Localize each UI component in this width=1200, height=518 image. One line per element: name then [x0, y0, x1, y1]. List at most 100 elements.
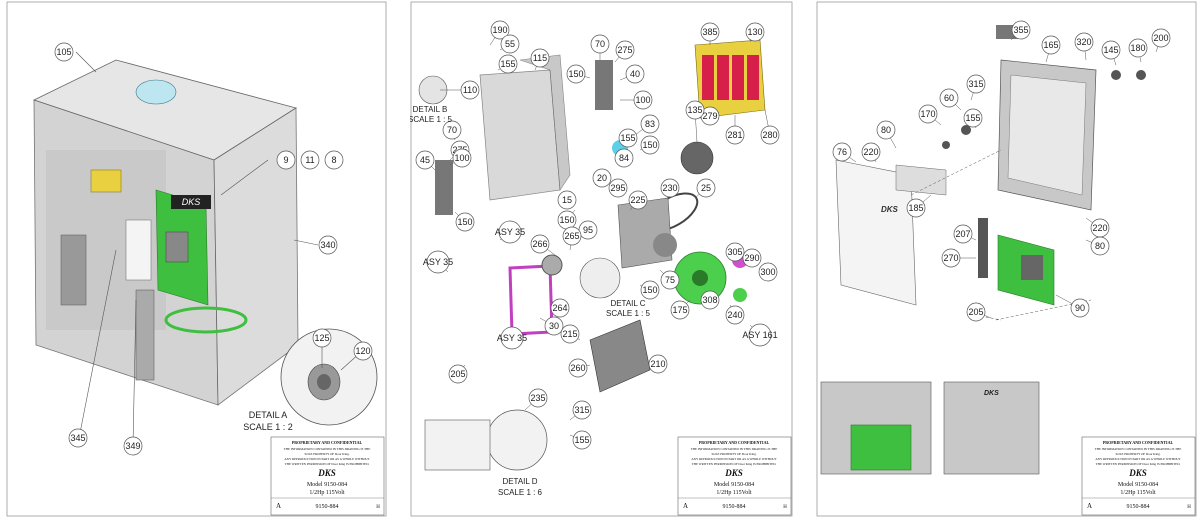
callout-number: 264 [552, 303, 567, 313]
callout-bubble: 40 [619, 64, 645, 84]
sheet-1-diagram: DKS 105 9 11 8 340 125 120 345 349 DETAI… [6, 1, 387, 517]
svg-text:1/2Hp 115Volt: 1/2Hp 115Volt [716, 490, 752, 496]
callout-bubble: 165 [1041, 35, 1061, 63]
title-block: PROPRIETARY AND CONFIDENTIAL THE INFORMA… [270, 436, 385, 516]
callout-bubble: 75 [659, 269, 680, 290]
svg-text:125: 125 [314, 333, 329, 343]
callout-bubble: 80 [1085, 236, 1110, 256]
callout-number: 155 [965, 113, 980, 123]
callout-number: 240 [727, 310, 742, 320]
callout-number: 115 [533, 53, 547, 63]
callout-number: 175 [672, 305, 687, 315]
callout-bubble: 150 [639, 135, 660, 155]
callout-number: 220 [863, 147, 878, 157]
callout-number: 290 [744, 253, 759, 263]
svg-text:105: 105 [56, 47, 71, 57]
callout-number: 165 [1043, 40, 1058, 50]
callout-bubble: 150 [557, 209, 577, 230]
callout-number: 60 [944, 93, 954, 103]
callout-bubble: 305 [725, 242, 745, 262]
svg-text:H: H [783, 505, 787, 510]
dks-logo: DKS [317, 468, 336, 478]
dks-logo: DKS [724, 468, 743, 478]
callout-number: 205 [968, 307, 983, 317]
callout-bubble: 84 [614, 148, 634, 168]
callout-number: ASY 35 [497, 333, 527, 343]
callout-bubble: 155 [497, 54, 518, 74]
callout-number: 83 [645, 119, 655, 129]
svg-text:1/2Hp 115Volt: 1/2Hp 115Volt [309, 490, 345, 496]
callout-number: 95 [583, 225, 593, 235]
callout-bubble: 220 [1085, 217, 1110, 238]
callout-number: 295 [610, 183, 625, 193]
svg-text:Model 9150-084: Model 9150-084 [307, 482, 347, 488]
callout-number: 76 [837, 147, 847, 157]
callout-number: 75 [665, 275, 675, 285]
callout-number: 170 [920, 109, 935, 119]
callout-number: 355 [1013, 25, 1028, 35]
callout-bubble: 175 [670, 299, 691, 320]
callout-bubble: 150 [566, 64, 591, 84]
callout-bubble: 70 [590, 34, 610, 60]
callout-bubble: 110 [440, 80, 480, 100]
svg-text:SOLE PROPERTY OF Door King.: SOLE PROPERTY OF Door King. [712, 452, 757, 456]
callout-number: 320 [1076, 37, 1091, 47]
svg-text:SCALE 1 : 5: SCALE 1 : 5 [606, 309, 651, 318]
svg-text:DETAIL B: DETAIL B [413, 105, 448, 114]
callout-bubble: 264 [549, 298, 570, 318]
callout-number: 135 [687, 105, 702, 115]
callout-bubble: ASY 35 [497, 326, 527, 350]
callout-bubble: 155 [569, 430, 592, 450]
svg-text:11: 11 [305, 155, 314, 165]
callout-bubble: 155 [618, 128, 638, 148]
callout-number: 180 [1130, 43, 1145, 53]
callout-bubble: 220 [861, 142, 881, 163]
callout-number: 70 [595, 39, 605, 49]
svg-text:9: 9 [283, 155, 288, 165]
callout-number: 205 [450, 369, 465, 379]
svg-text:SCALE 1 : 2: SCALE 1 : 2 [243, 422, 293, 432]
exploded-parts [418, 39, 766, 471]
svg-text:DETAIL C: DETAIL C [610, 299, 645, 308]
callout-bubble: 205 [966, 302, 992, 322]
detail-c-label: DETAIL C SCALE 1 : 5 [606, 299, 651, 318]
callout-number: 155 [620, 133, 635, 143]
callout-bubble: 130 [745, 22, 765, 43]
svg-text:PROPRIETARY AND CONFIDENTIAL: PROPRIETARY AND CONFIDENTIAL [699, 440, 770, 445]
svg-text:H: H [376, 505, 380, 510]
callout-number: 150 [642, 140, 657, 150]
callout-number: 90 [1075, 303, 1085, 313]
callout-bubble: 349 [123, 436, 143, 456]
callout-bubble: 235 [524, 388, 548, 411]
callout-bubble: 260 [568, 358, 591, 378]
svg-text:DETAIL A: DETAIL A [249, 410, 288, 420]
svg-text:1/2Hp 115Volt: 1/2Hp 115Volt [1120, 490, 1156, 496]
drawing-sheet-1: DKS 105 9 11 8 340 125 120 345 349 DETAI… [6, 0, 388, 518]
svg-text:A: A [276, 502, 281, 510]
svg-text:THE INFORMATION CONTAINED IN T: THE INFORMATION CONTAINED IN THIS DRAWIN… [1095, 447, 1182, 451]
callout-number: 84 [619, 153, 629, 163]
callout-number: 300 [760, 267, 775, 277]
callout-bubble: 8 [324, 150, 344, 170]
callout-number: 150 [559, 215, 574, 225]
callout-number: 45 [420, 155, 430, 165]
callout-number: 100 [454, 153, 469, 163]
svg-text:DKS: DKS [881, 205, 899, 214]
callout-number: 215 [562, 329, 577, 339]
svg-text:THE WRITTEN PERMISSION OF Door: THE WRITTEN PERMISSION OF Door King IS P… [285, 462, 370, 466]
callout-number: 200 [1153, 33, 1168, 43]
callout-number: 155 [574, 435, 589, 445]
callout-bubble: 230 [660, 178, 680, 201]
svg-text:SCALE 1 : 6: SCALE 1 : 6 [498, 488, 543, 497]
callout-bubble: 207 [953, 224, 977, 244]
callout-bubble: 265 [562, 226, 582, 251]
callout-number: 270 [943, 253, 958, 263]
callout-bubble: 83 [634, 114, 660, 136]
callout-number: 145 [1103, 45, 1118, 55]
svg-text:349: 349 [125, 441, 140, 451]
svg-text:THE INFORMATION CONTAINED IN T: THE INFORMATION CONTAINED IN THIS DRAWIN… [691, 447, 778, 451]
